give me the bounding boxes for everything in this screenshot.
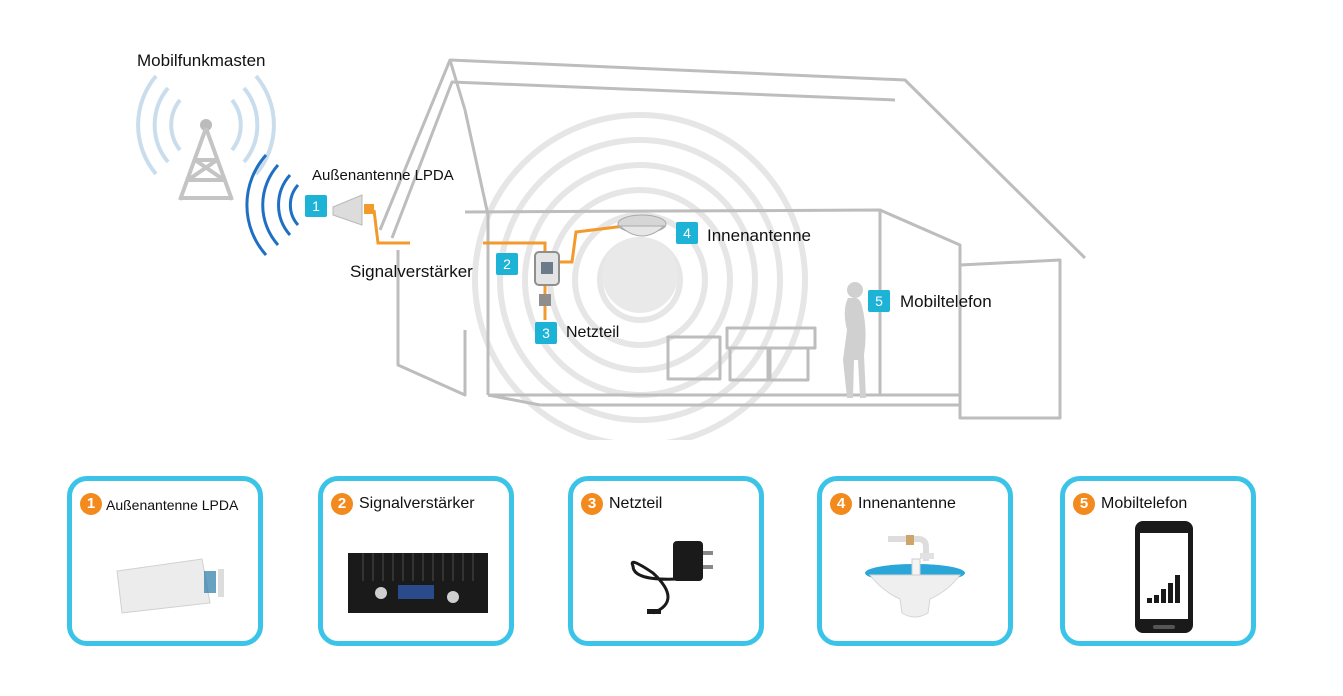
lpda-antenna-image (116, 558, 224, 614)
number-badge: 3 (581, 493, 603, 515)
ceiling-antenna-image (865, 535, 965, 618)
tower-label: Mobilfunkmasten (137, 51, 266, 70)
badge-2: 2 (496, 253, 518, 275)
card-title: Innenantenne (858, 495, 956, 512)
outdoor-antenna-label: Außenantenne LPDA (312, 167, 454, 184)
card-indoor-antenna: 4 Innenantenne (817, 476, 1013, 646)
lpda-antenna-icon (332, 194, 374, 226)
badge-5: 5 (868, 290, 890, 312)
house-diagram (136, 58, 1087, 440)
power-supply-label: Netzteil (566, 324, 620, 341)
number-badge: 4 (830, 493, 852, 515)
phone-label: Mobiltelefon (900, 292, 992, 311)
smartphone-image (1135, 521, 1193, 633)
power-adapter-image (630, 541, 713, 615)
ceiling-antenna-device-icon (617, 214, 667, 237)
ripple-core (602, 237, 678, 313)
card-title: Netzteil (609, 495, 663, 512)
power-supply-device-icon (539, 294, 551, 306)
badge-1: 1 (305, 195, 327, 217)
indoor-antenna-label: Innenantenne (707, 226, 811, 245)
badge-4: 4 (676, 222, 698, 244)
number-badge: 5 (1073, 493, 1095, 515)
card-title: Mobiltelefon (1101, 495, 1188, 512)
number-badge: 1 (80, 493, 102, 515)
card-amplifier: 2 Signalverstärker (318, 476, 514, 646)
number-badge: 2 (331, 493, 353, 515)
card-title: Außenantenne LPDA (106, 497, 239, 513)
amplifier-device-icon (534, 251, 560, 286)
outdoor-signal-icon (245, 154, 300, 256)
card-power-supply: 3 Netzteil (568, 476, 764, 646)
card-phone: 5 Mobiltelefon (1060, 476, 1256, 646)
tower-icon (136, 74, 276, 201)
house-outline (378, 58, 1087, 420)
amplifier-label: Signalverstärker (350, 262, 473, 281)
amplifier-image (348, 553, 488, 613)
card-title: Signalverstärker (359, 495, 475, 512)
person-silhouette (843, 282, 866, 398)
badge-3: 3 (535, 322, 557, 344)
card-outdoor-antenna: 1 Außenantenne LPDA (67, 476, 263, 646)
